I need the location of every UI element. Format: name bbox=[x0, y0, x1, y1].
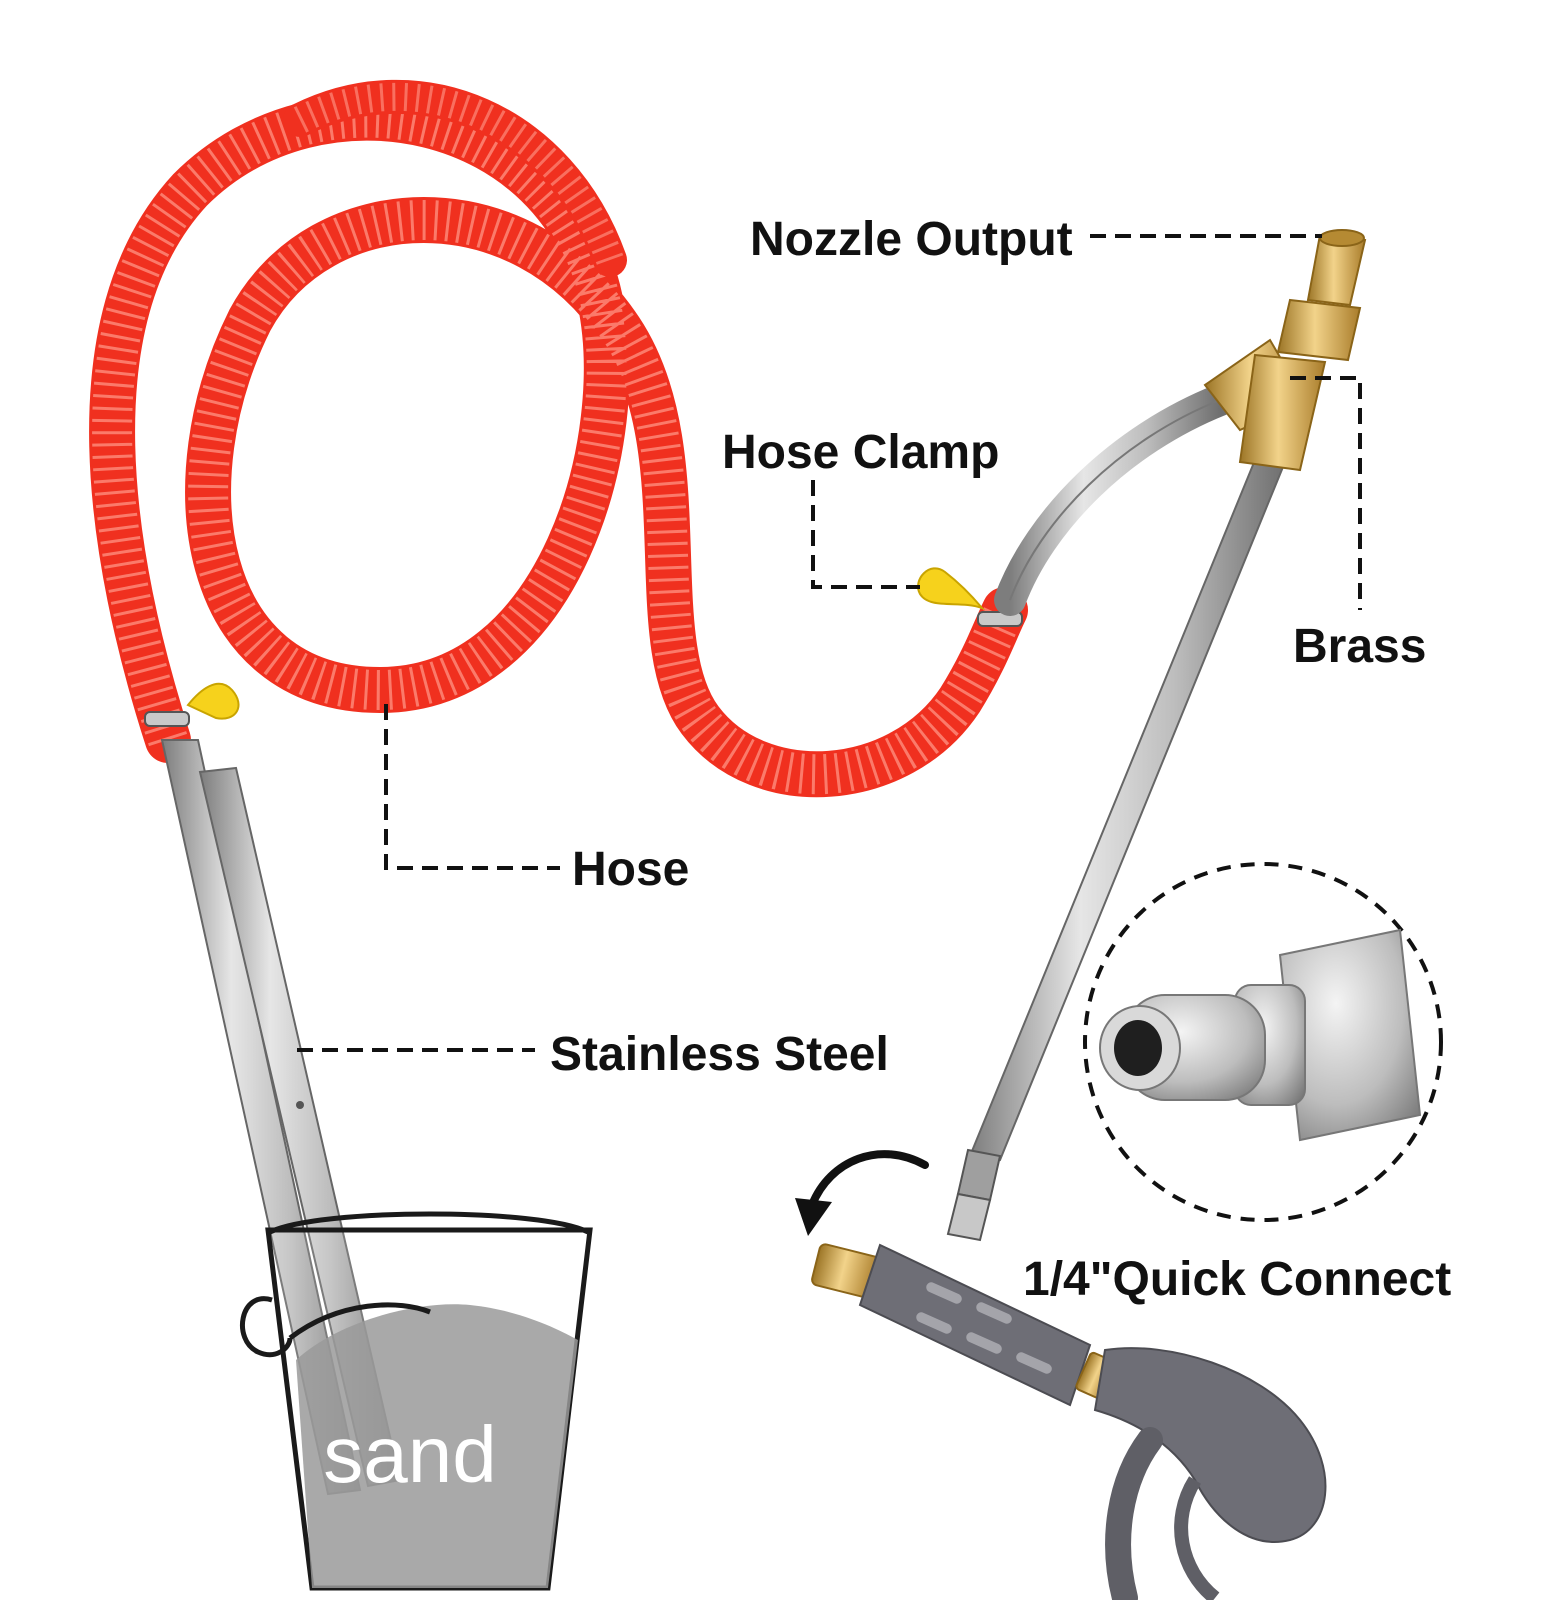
label-nozzle-output: Nozzle Output bbox=[750, 213, 1073, 266]
brass-nozzle bbox=[1203, 229, 1367, 472]
leader-hose-clamp bbox=[811, 480, 920, 589]
spray-gun bbox=[811, 1243, 1327, 1600]
blaster-wand bbox=[946, 384, 1287, 1242]
quick-connect-callout bbox=[1083, 862, 1443, 1222]
label-hose: Hose bbox=[572, 843, 689, 896]
hose-coil bbox=[89, 80, 1028, 798]
sand-label: sand bbox=[323, 1410, 496, 1499]
attach-arrow bbox=[795, 1150, 929, 1236]
label-quick-connect: 1/4"Quick Connect bbox=[1023, 1253, 1451, 1306]
left-hose-clamp bbox=[144, 682, 240, 727]
label-stainless-steel: Stainless Steel bbox=[550, 1028, 889, 1081]
leader-lines bbox=[297, 234, 1362, 1052]
leader-hose bbox=[384, 704, 560, 870]
sand-bucket bbox=[240, 1211, 593, 1591]
label-brass: Brass bbox=[1293, 620, 1426, 673]
label-hose-clamp: Hose Clamp bbox=[722, 426, 999, 479]
